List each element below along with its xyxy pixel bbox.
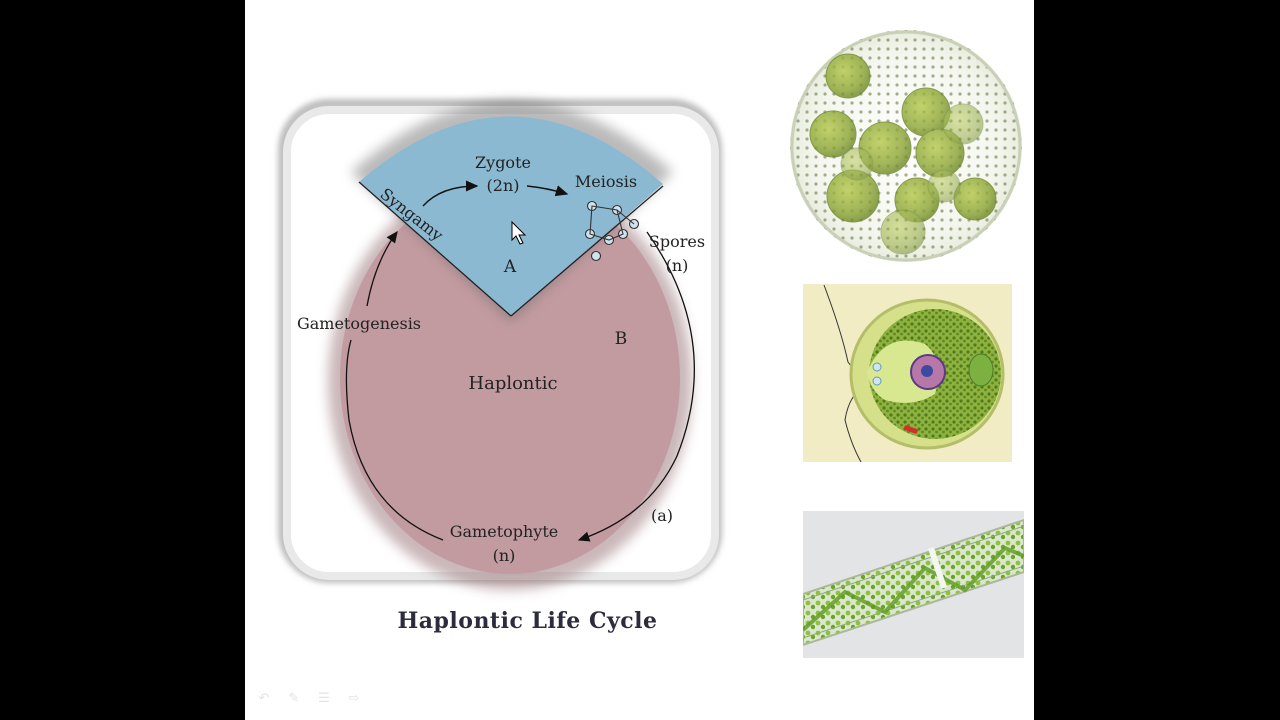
- meiosis-label: Meiosis: [575, 172, 637, 191]
- slideshow-toolbar: ↶ ✎ ☰ ⇨: [255, 692, 363, 706]
- haplontic-life-cycle-diagram: Zygote (2n) Meiosis Syngamy Spores (n) A…: [278, 30, 1024, 658]
- spores-ploidy-label: (n): [666, 256, 689, 275]
- volvox-colony-image: [790, 30, 1022, 262]
- haploid-region: [340, 182, 680, 574]
- gametophyte-label: Gametophyte: [450, 522, 559, 541]
- slide: Zygote (2n) Meiosis Syngamy Spores (n) A…: [245, 0, 1034, 720]
- spores-label: Spores: [649, 232, 705, 251]
- zygote-wedge: [359, 116, 663, 316]
- spirogyra-filament-image: [803, 511, 1024, 658]
- diagram-caption: Haplontic Life Cycle: [397, 608, 658, 634]
- region-a-label: A: [503, 257, 517, 277]
- pen-icon[interactable]: ✎: [288, 691, 300, 706]
- menu-icon[interactable]: ☰: [318, 691, 330, 706]
- zygote-ploidy-label: (2n): [487, 176, 520, 195]
- arrow-spores-to-gametophyte: [577, 231, 695, 542]
- arrow-syngamy-to-zygote: [422, 180, 479, 207]
- region-b-label: B: [615, 329, 628, 349]
- arrow-gametogenesis: [366, 230, 398, 307]
- arrow-gametophyte-to-gametogenesis: [345, 339, 444, 541]
- gametophyte-ploidy-label: (n): [493, 546, 516, 565]
- wedge-edge-left: [358, 181, 512, 317]
- panel-label: (a): [651, 506, 673, 525]
- haplontic-label: Haplontic: [468, 373, 557, 394]
- zygote-label: Zygote: [475, 153, 531, 172]
- meiosis-spore-cluster: [584, 200, 640, 262]
- gametogenesis-label: Gametogenesis: [297, 314, 421, 333]
- forward-arrow-icon[interactable]: ⇨: [348, 691, 360, 706]
- arrow-zygote-to-meiosis: [526, 185, 569, 197]
- mouse-cursor-icon: [511, 220, 527, 245]
- wedge-edge-right: [510, 185, 664, 317]
- back-arrow-icon[interactable]: ↶: [258, 691, 270, 706]
- chlamydomonas-cell-image: [803, 284, 1012, 462]
